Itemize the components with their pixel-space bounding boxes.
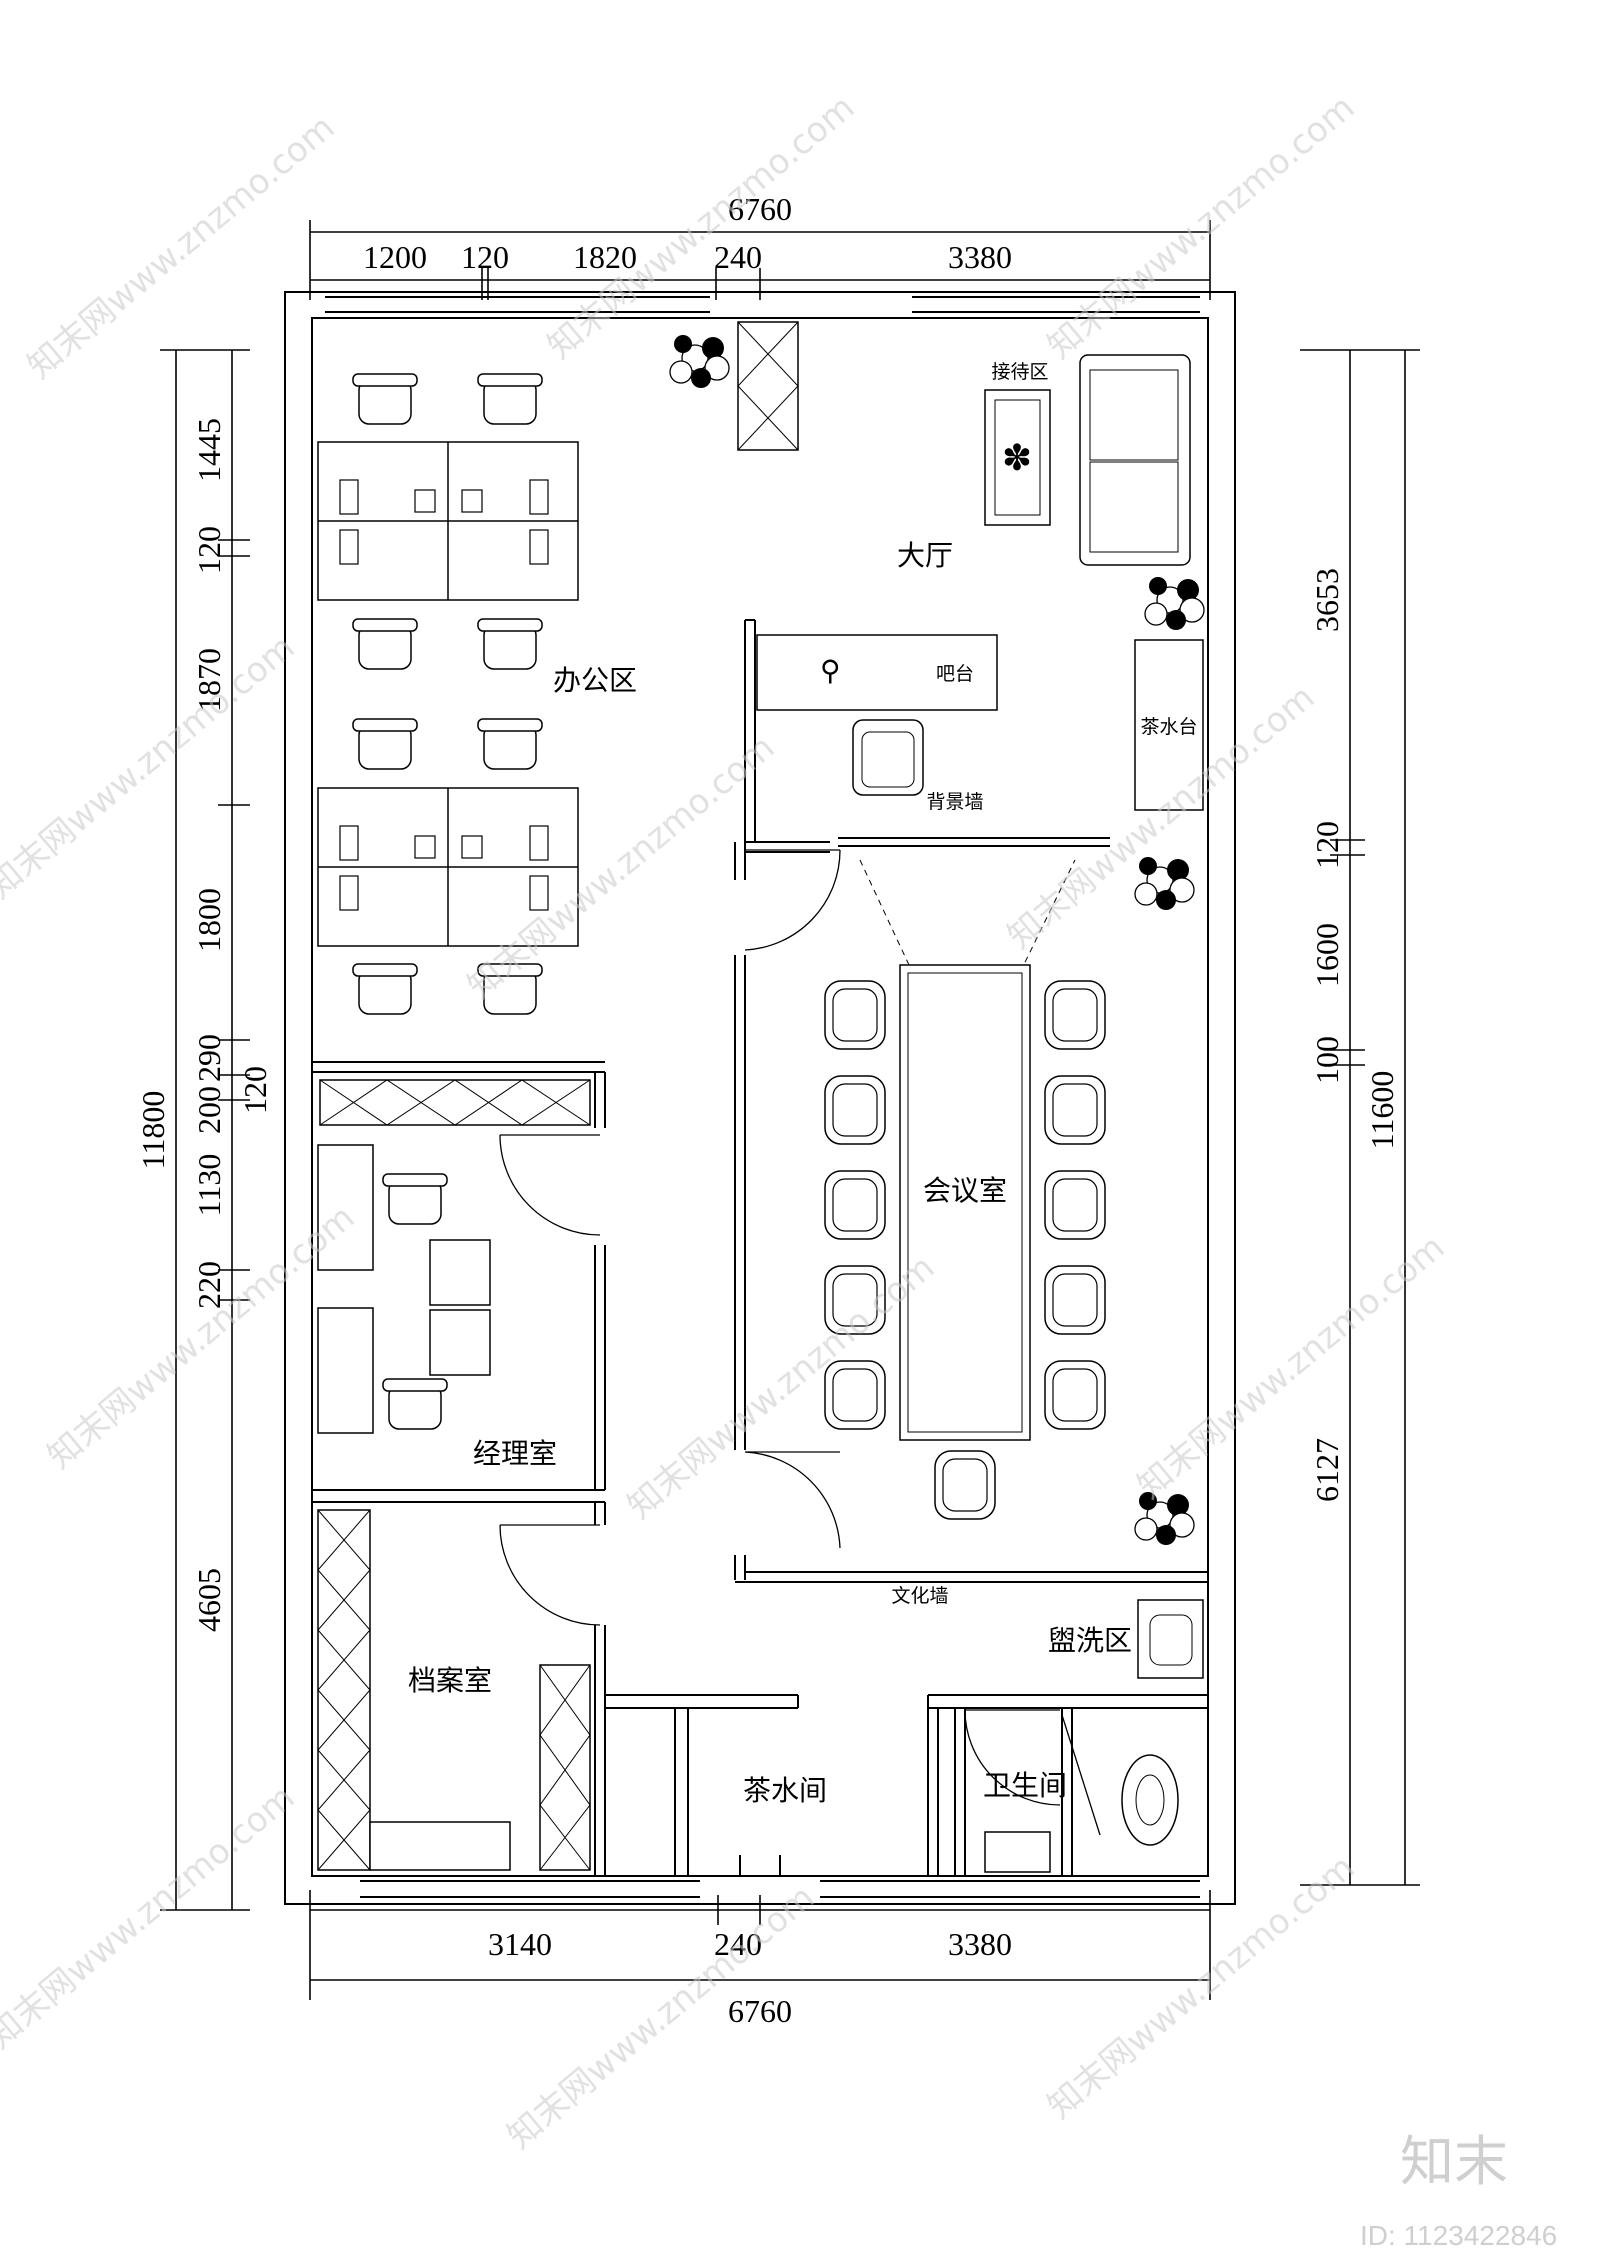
watermark-4: 知末网www.znzmo.com [0,627,302,906]
squat-toilet [1121,1754,1179,1846]
dim-left-seg-3: 1870 [191,648,227,712]
dim-left-seg-6: 200 [191,1086,227,1134]
dim-left-seg-5: 290 [191,1034,227,1082]
watermark-9: 知末网www.znzmo.com [1130,1227,1452,1506]
room-label-manager: 经理室 [473,1437,557,1470]
dim-top-total: 6760 [728,191,792,227]
dim-left-seg-8: 1130 [191,1154,227,1217]
reception-table [984,389,1051,526]
archive-shelf-right [539,1664,591,1871]
archive-shelf-left [317,1509,371,1871]
dim-top-seg-2: 120 [461,239,509,275]
manager-box-1 [429,1239,491,1306]
room-label-washing: 盥洗区 [1048,1624,1132,1657]
manager-desk-1 [317,1144,374,1271]
image-id: ID: 1123422846 [1360,2220,1557,2251]
urinal [984,1831,1051,1873]
room-label-office: 办公区 [553,664,637,697]
manager-chair-1 [382,1173,448,1225]
dim-bottom-total: 6760 [728,1993,792,2029]
dim-top-seg-3: 1820 [573,239,637,275]
plant-meeting-top [1134,856,1195,911]
dim-top-seg-1: 1200 [363,239,427,275]
dim-top-seg-5: 3380 [948,239,1012,275]
bar-tap-icon: ⚲ [820,654,841,687]
dim-right-seg-1: 3653 [1309,568,1345,632]
room-label-reception: 接待区 [991,361,1048,383]
dim-bottom-seg-1: 3140 [488,1926,552,1962]
reception-table-inner [994,399,1041,516]
archive-shelf-bottom [369,1821,511,1871]
plant-entry [669,334,730,389]
dim-right-seg-4: 100 [1309,1036,1345,1084]
wash-basin-inner [1149,1614,1193,1666]
label-tea-counter: 茶水台 [1140,716,1197,738]
doors [499,849,1101,1836]
manager-cabinet [319,1079,591,1126]
room-label-archive: 档案室 [408,1664,492,1697]
manager-chair-2 [382,1378,448,1430]
watermark-7: 知末网www.znzmo.com [40,1197,362,1476]
label-background-wall: 背景墙 [926,791,983,813]
archive-shelf-right-cross [539,1664,591,1871]
manager-cabinet-cross [319,1079,591,1126]
plant-meeting-bottom [1134,1491,1195,1546]
office-monitors [339,479,549,911]
tea-counter [1134,639,1204,811]
entry-cabinet-cross [737,321,799,451]
brand-logo: 知末 [1400,2130,1508,2193]
manager-box-2 [429,1309,491,1376]
projector-lines [859,859,1076,1087]
dim-right-seg-3: 1600 [1309,923,1345,987]
archive-shelf-left-cross [317,1509,371,1871]
dim-right-total: 11600 [1364,1071,1400,1150]
watermark-2: 知末网www.znzmo.com [540,87,862,366]
dim-left-seg-1: 1445 [191,418,227,482]
meeting-table-inner [907,972,1023,1433]
label-culture-wall: 文化墙 [891,1585,948,1607]
dim-left-total: 11800 [135,1091,171,1170]
dim-right-seg-5: 6127 [1309,1438,1345,1502]
dim-left-seg-2: 120 [191,526,227,574]
meeting-table [899,964,1031,1441]
room-label-meeting: 会议室 [923,1174,1007,1207]
reception-flower-icon: ✽ [1002,438,1032,479]
room-label-pantry: 茶水间 [743,1774,827,1807]
bar-chair [852,719,924,796]
dim-left-seg-10: 4605 [191,1568,227,1632]
squat-toilet-inner [1135,1774,1165,1826]
room-label-hall: 大厅 [897,539,953,572]
dimension-lines [160,220,1420,2000]
plant-hall [1144,576,1205,631]
room-label-toilet: 卫生间 [983,1769,1067,1802]
watermark-10: 知末网www.znzmo.com [0,1777,302,2056]
dim-bottom-seg-3: 3380 [948,1926,1012,1962]
watermark-8: 知末网www.znzmo.com [620,1247,942,1526]
bar-chair-seat [861,731,915,788]
entry-cabinet [737,321,799,451]
dim-right-seg-2: 120 [1309,821,1345,869]
dim-left-seg-4: 1800 [191,888,227,952]
sofa-cushion-2 [1089,461,1179,553]
sofa-cushion-1 [1089,369,1179,461]
dim-bottom-seg-2: 240 [714,1926,762,1962]
bar-counter [756,634,998,711]
walls [284,291,1236,1905]
dim-top-seg-4: 240 [714,239,762,275]
watermark-3: 知末网www.znzmo.com [1040,87,1362,366]
manager-desk-2 [317,1307,374,1434]
dim-left-seg-7: 120 [237,1066,273,1114]
room-label-bar: 吧台 [936,663,974,685]
watermark-1: 知末网www.znzmo.com [20,107,342,386]
office-desks [317,441,579,947]
wash-basin [1137,1599,1204,1679]
dim-left-seg-9: 220 [191,1261,227,1309]
watermark-12: 知末网www.znzmo.com [1040,1847,1362,2126]
